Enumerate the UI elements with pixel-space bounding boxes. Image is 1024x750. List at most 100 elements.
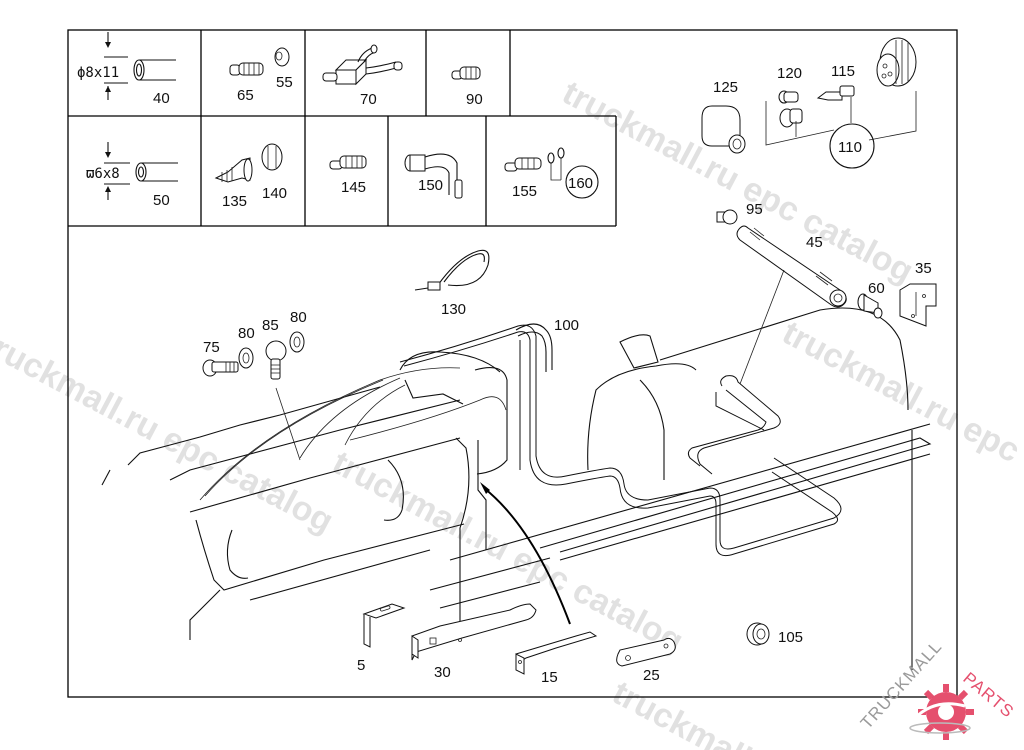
part-number-label: 140 — [262, 185, 287, 202]
part-95[interactable]: 95 — [716, 201, 763, 225]
fuel-filter-icon — [736, 225, 847, 308]
part-number-label: 55 — [276, 74, 293, 91]
hose-icon — [104, 142, 178, 200]
part-number-label: 135 — [222, 193, 247, 210]
truckmallparts-logo: TRUCKMALL PARTS — [857, 637, 1018, 740]
part-number-label: 105 — [778, 629, 803, 646]
part-number-label: 150 — [418, 177, 443, 194]
seal-icon — [778, 90, 803, 128]
part-80-a[interactable]: 80 — [238, 325, 255, 369]
part-number-label: 155 — [512, 183, 537, 200]
gear-icon — [909, 684, 974, 740]
kit-table-grid — [68, 30, 617, 227]
part-number-label: 80 — [290, 309, 307, 326]
hose-elbow-icon — [515, 323, 553, 372]
part-5[interactable]: 5 — [357, 603, 406, 674]
washer-icon — [289, 331, 305, 353]
bushing-icon — [857, 293, 883, 319]
dimension-label: ϖ6x8 — [86, 166, 120, 182]
part-100[interactable]: 100 — [515, 317, 579, 372]
bracket-icon — [362, 603, 406, 648]
part-number-label: 35 — [915, 260, 932, 277]
part-number-label: 45 — [806, 234, 823, 251]
watermark-text: truckmall.ru — [606, 674, 796, 750]
part-number-label: 80 — [238, 325, 255, 342]
mounting-strip-icon — [411, 603, 537, 661]
kit-cell-hose-8x11[interactable]: ϕ8x11 40 — [77, 32, 176, 107]
terminal-pin-icon — [816, 85, 855, 101]
part-number-label: 145 — [341, 179, 366, 196]
part-number-label: 50 — [153, 192, 170, 209]
bent-hose-icon — [404, 153, 463, 199]
part-number-label: 70 — [360, 91, 377, 108]
round-plug-icon — [876, 37, 917, 87]
part-number-label: 115 — [831, 63, 855, 80]
hose-connector-icon — [504, 157, 542, 172]
kit-cell-135-140[interactable]: 135 140 — [214, 143, 287, 210]
part-25[interactable]: 25 — [616, 637, 676, 684]
part-number-label: 25 — [643, 667, 660, 684]
part-number-label: 65 — [237, 87, 254, 104]
part-30[interactable]: 30 — [411, 603, 537, 681]
bracket-icon — [515, 631, 598, 675]
part-number-label: 60 — [868, 280, 885, 297]
part-number-label: 85 — [262, 317, 279, 334]
kit-cell-90[interactable]: 90 — [451, 66, 483, 108]
hose-connector-icon — [229, 62, 264, 76]
part-number-label: 75 — [203, 339, 220, 356]
leader-lines — [765, 91, 917, 146]
part-85[interactable]: 85 — [262, 317, 301, 461]
kit-cell-150[interactable]: 150 — [404, 153, 463, 199]
grommet-icon — [746, 622, 770, 646]
hose-clamp-icon — [716, 209, 738, 225]
part-80-b[interactable]: 80 — [289, 309, 307, 353]
kit-cell-145[interactable]: 145 — [329, 155, 367, 196]
part-75[interactable]: 75 — [202, 339, 239, 377]
watermark-text: truckmall.ru epc catalog — [776, 314, 1024, 531]
bracket-icon — [899, 283, 937, 327]
connector-group[interactable]: 125 120 115 110 — [701, 37, 917, 169]
nut-icon — [274, 47, 290, 67]
banjo-bolt-icon — [265, 340, 287, 380]
watermark-text: truckmall.ru epc catalog — [0, 324, 339, 541]
part-number-label: 95 — [746, 201, 763, 218]
part-130[interactable]: 130 — [414, 249, 490, 318]
angle-connector-icon — [701, 105, 746, 154]
bolt-icon — [202, 359, 239, 377]
part-number-label: 40 — [153, 90, 170, 107]
vehicle-chassis-drawing — [101, 307, 932, 670]
part-number-label: 160 — [568, 175, 593, 192]
kit-cell-155-160[interactable]: 155 160 — [504, 147, 599, 200]
part-number-label: 130 — [441, 301, 466, 318]
watermark-text: truckmall.ru epc catalog — [556, 74, 919, 291]
kit-cell-65-55[interactable]: 65 55 — [229, 47, 293, 104]
hose-connector-icon — [451, 66, 481, 80]
diagram-frame — [67, 29, 958, 698]
kit-cell-70[interactable]: 70 — [322, 44, 403, 108]
part-number-label: 90 — [466, 91, 483, 108]
cap-icon — [261, 143, 283, 171]
watermark-layer: truckmall.ru epc catalog truckmall.ru ep… — [0, 74, 1024, 750]
part-60[interactable]: 60 — [857, 280, 885, 319]
assembly-number-label: 110 — [838, 139, 862, 156]
o-ring-icon — [547, 147, 565, 181]
hose-connector-icon — [329, 155, 367, 170]
part-45[interactable]: 45 — [736, 225, 847, 385]
cable-tie-icon — [414, 249, 490, 291]
part-105[interactable]: 105 — [746, 622, 803, 646]
dimension-label: ϕ8x11 — [77, 65, 119, 81]
part-number-label: 125 — [713, 79, 738, 96]
part-15[interactable]: 15 — [515, 631, 598, 686]
part-number-label: 30 — [434, 664, 451, 681]
part-number-label: 120 — [777, 65, 802, 82]
kit-cell-hose-6x8[interactable]: ϖ6x8 50 — [86, 142, 178, 209]
washer-icon — [238, 347, 254, 369]
y-connector-icon — [322, 44, 403, 86]
hose-icon — [104, 32, 176, 100]
part-number-label: 5 — [357, 657, 365, 674]
watermark-text: truckmall.ru epc catalog — [326, 444, 689, 661]
part-number-label: 100 — [554, 317, 579, 334]
part-35[interactable]: 35 — [899, 260, 937, 327]
grommet-icon — [214, 157, 253, 183]
